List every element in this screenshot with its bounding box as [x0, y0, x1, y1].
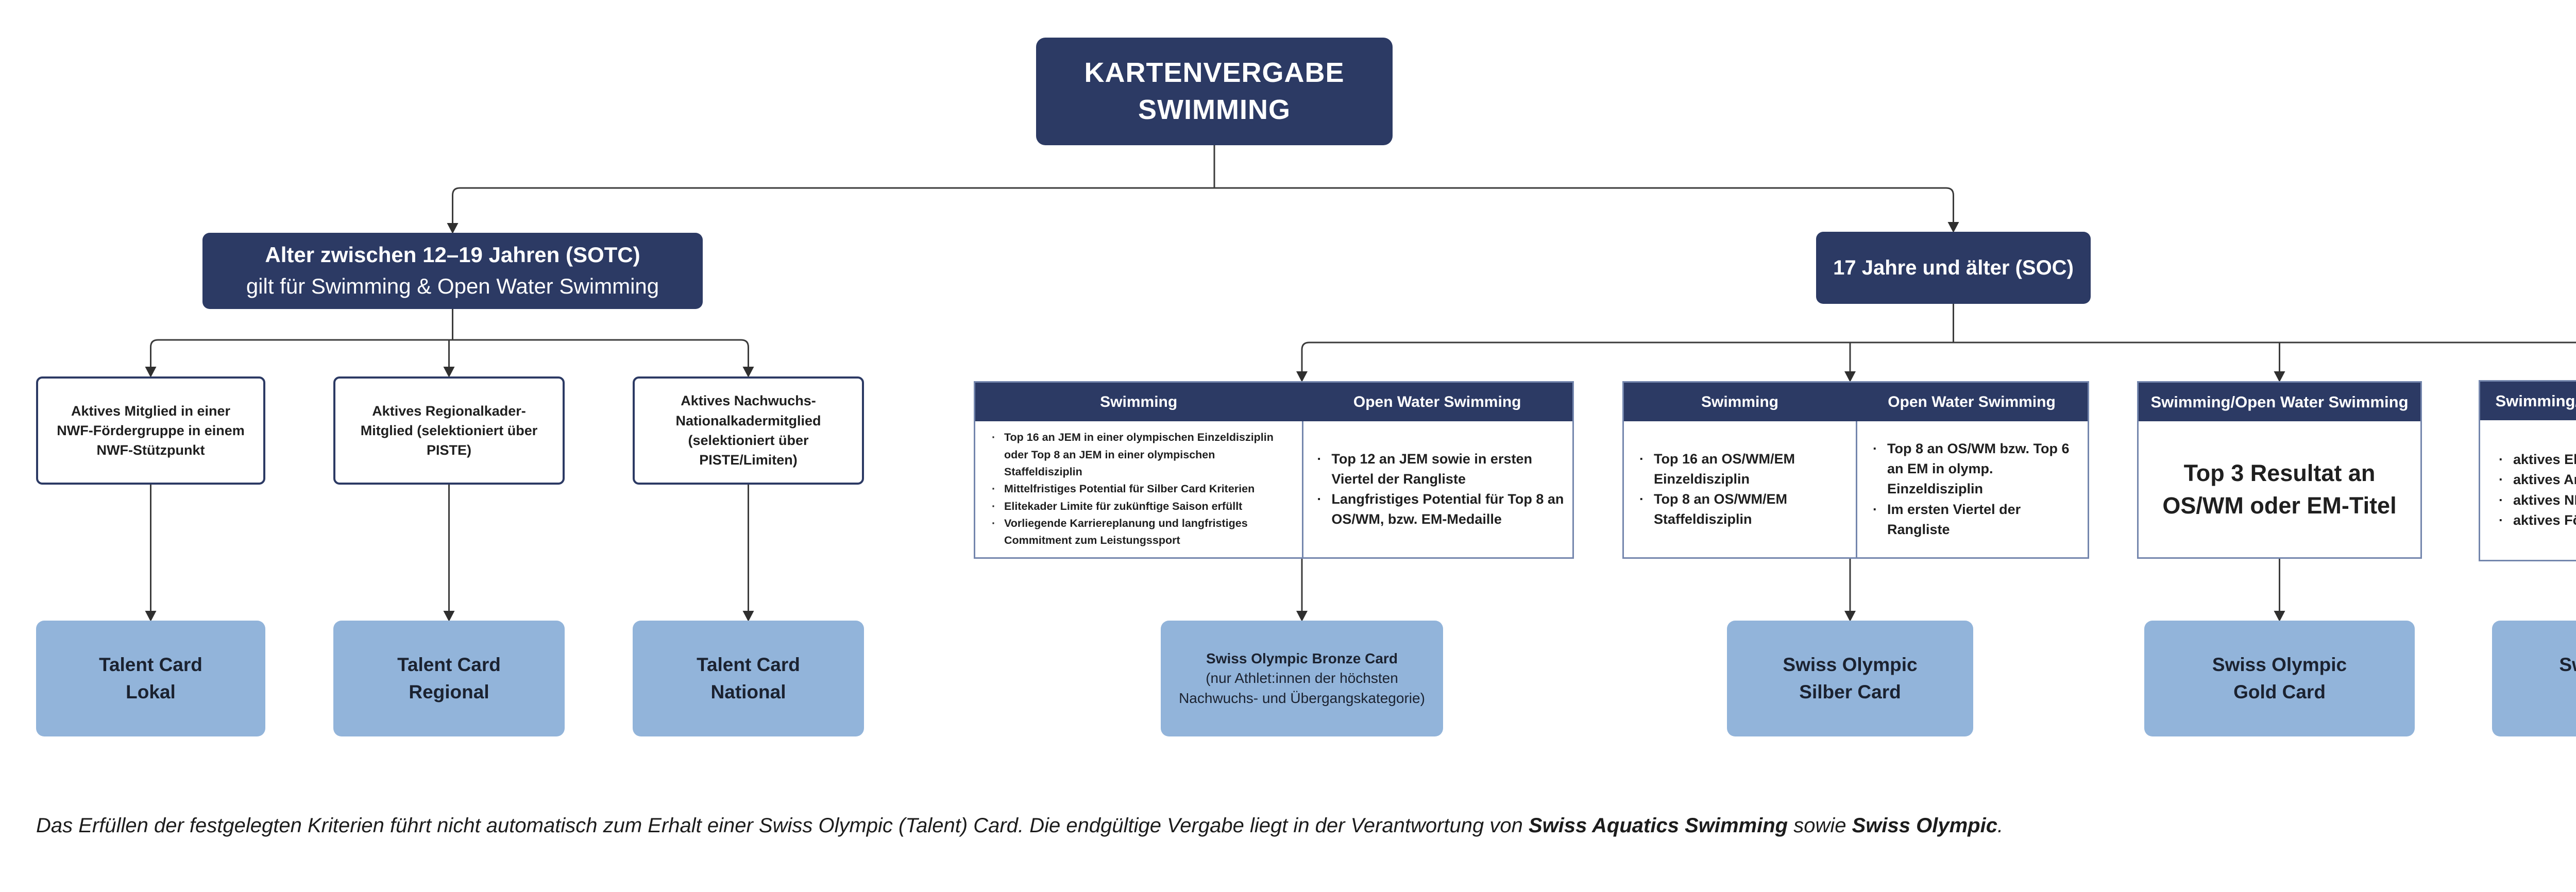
- criteria-bronze-box: Swimming Open Water Swimming Top 16 an J…: [974, 381, 1574, 559]
- card-note: (nur Athlet:innen der höchsten Nachwuchs…: [1179, 670, 1425, 706]
- bullet-item: Top 8 an OS/WM/EM Staffeldisziplin: [1635, 489, 1849, 529]
- criteria-silber-header: Swimming Open Water Swimming: [1624, 383, 2088, 421]
- arrowhead-icon: [447, 223, 459, 234]
- connector-line: [1301, 341, 2576, 373]
- criteria-gold-line2: OS/WM oder EM-Titel: [2162, 492, 2397, 519]
- criteria-silber-body: Top 16 an OS/WM/EM Einzeldisziplin Top 8…: [1624, 421, 2088, 557]
- card-line1: Talent Card: [697, 654, 800, 675]
- header-open-water-swimming: Open Water Swimming: [1888, 393, 2056, 410]
- criteria-silber-box: Swimming Open Water Swimming Top 16 an O…: [1622, 381, 2089, 559]
- criteria-gold-header: Swimming/Open Water Swimming: [2139, 383, 2420, 421]
- card-line1: Swiss Olympic: [1783, 654, 1918, 675]
- card-line1: Talent Card: [99, 654, 202, 675]
- bullet-item: Im ersten Viertel der Rangliste: [1869, 500, 2080, 540]
- bullet-item: Mittelfristiges Potential für Silber Car…: [989, 481, 1294, 498]
- bullet-item: Top 8 an OS/WM bzw. Top 6 an EM in olymp…: [1869, 439, 2080, 499]
- talent-card-regional: Talent Card Regional: [333, 621, 565, 736]
- card-line2: Silber Card: [1799, 681, 1901, 702]
- criteria-nwf-national-box: Aktives Nachwuchs-Nationalkadermitglied …: [633, 376, 864, 485]
- header-swimming: Swimming: [1100, 393, 1178, 410]
- bullet-item: aktives Elite-Nationalkadermitglied: [2495, 450, 2576, 470]
- criteria-elite-box: Swimming/Open Water Swimming aktives Eli…: [2479, 380, 2576, 561]
- criteria-silber-swimming-col: Top 16 an OS/WM/EM Einzeldisziplin Top 8…: [1624, 421, 1856, 557]
- connector-line: [452, 187, 1954, 225]
- swiss-olympic-bronze-card: Swiss Olympic Bronze Card (nur Athlet:in…: [1161, 621, 1443, 736]
- talent-card-lokal: Talent Card Lokal: [36, 621, 265, 736]
- swiss-olympic-gold-card: Swiss Olympic Gold Card: [2144, 621, 2415, 736]
- criteria-bronze-header: Swimming Open Water Swimming: [975, 383, 1572, 421]
- bullet-item: Top 16 an OS/WM/EM Einzeldisziplin: [1635, 449, 1849, 489]
- footnote-middle: sowie: [1788, 814, 1852, 837]
- criteria-nwf-regional-text: Aktives Regionalkader-Mitglied (selektio…: [360, 403, 538, 458]
- arrowhead-icon: [145, 611, 157, 622]
- title-box: KARTENVERGABE SWIMMING: [1036, 38, 1393, 145]
- arrowhead-icon: [2274, 611, 2285, 622]
- bullet-item: aktives Förderprojektmitglied: [2495, 510, 2576, 530]
- card-line2: Regional: [409, 681, 489, 702]
- card-title: Swiss Olympic Bronze Card: [1206, 650, 1398, 666]
- header-open-water-swimming: Open Water Swimming: [1353, 393, 1521, 410]
- bullet-item: Langfristiges Potential für Top 8 an OS/…: [1313, 489, 1565, 529]
- criteria-nwf-lokal-box: Aktives Mitglied in einer NWF-Fördergrup…: [36, 376, 265, 485]
- criteria-bronze-swimming-col: Top 16 an JEM in einer olympischen Einze…: [975, 421, 1302, 557]
- footnote-end: .: [1997, 814, 2004, 837]
- card-line1: Swiss Olympic: [2559, 654, 2576, 675]
- criteria-nwf-regional-box: Aktives Regionalkader-Mitglied (selektio…: [333, 376, 565, 485]
- arrowhead-icon: [2274, 371, 2285, 382]
- branch-sotc-line1: Alter zwischen 12–19 Jahren (SOTC): [265, 243, 640, 267]
- card-line2: Lokal: [126, 681, 176, 702]
- footnote: Das Erfüllen der festgelegten Kriterien …: [36, 814, 2003, 837]
- talent-card-national: Talent Card National: [633, 621, 864, 736]
- arrowhead-icon: [742, 611, 754, 622]
- criteria-elite-header: Swimming/Open Water Swimming: [2480, 382, 2576, 420]
- bullet-item: Top 12 an JEM sowie in ersten Viertel de…: [1313, 449, 1565, 489]
- header-swimming-ows: Swimming/Open Water Swimming: [2495, 391, 2576, 410]
- arrowhead-icon: [1844, 611, 1856, 622]
- header-swimming: Swimming: [1701, 393, 1778, 410]
- arrowhead-icon: [742, 367, 754, 378]
- title-line2: SWIMMING: [1138, 94, 1291, 125]
- criteria-bronze-body: Top 16 an JEM in einer olympischen Einze…: [975, 421, 1572, 557]
- criteria-elite-col: aktives Elite-Nationalkadermitglied akti…: [2480, 420, 2576, 560]
- branch-soc-label: 17 Jahre und älter (SOC): [1833, 256, 2074, 279]
- criteria-gold-body: Top 3 Resultat an OS/WM oder EM-Titel: [2139, 421, 2420, 557]
- arrowhead-icon: [1296, 611, 1308, 622]
- arrowhead-icon: [1844, 371, 1856, 382]
- criteria-bronze-ows-col: Top 12 an JEM sowie in ersten Viertel de…: [1302, 421, 1572, 557]
- arrowhead-icon: [1296, 371, 1308, 382]
- title-line1: KARTENVERGABE: [1084, 57, 1345, 89]
- bullet-item: Vorliegende Karriereplanung und langfris…: [989, 515, 1294, 550]
- bullet-item: aktives Armee-Kadermitglied: [2495, 470, 2576, 490]
- criteria-nwf-lokal-text: Aktives Mitglied in einer NWF-Fördergrup…: [57, 403, 245, 458]
- connector-line: [150, 339, 749, 369]
- criteria-gold-line1: Top 3 Resultat an: [2183, 460, 2376, 486]
- swiss-olympic-elite-card: Swiss Olympic Elite Card: [2492, 621, 2576, 736]
- criteria-gold-box: Swimming/Open Water Swimming Top 3 Resul…: [2137, 381, 2422, 559]
- footnote-bold-swiss-aquatics: Swiss Aquatics Swimming: [1529, 814, 1788, 837]
- branch-sotc-line2: gilt für Swimming & Open Water Swimming: [246, 274, 659, 298]
- card-line2: Gold Card: [2233, 681, 2326, 702]
- arrowhead-icon: [443, 611, 455, 622]
- card-line1: Talent Card: [397, 654, 501, 675]
- card-line1: Swiss Olympic: [2212, 654, 2347, 675]
- criteria-nwf-national-text: Aktives Nachwuchs-Nationalkadermitglied …: [675, 393, 821, 468]
- arrowhead-icon: [1947, 222, 1959, 233]
- header-swimming-ows: Swimming/Open Water Swimming: [2150, 392, 2409, 411]
- bullet-item: aktives NLZ Elite-Programm Mitglied: [2495, 490, 2576, 510]
- arrowhead-icon: [145, 367, 157, 378]
- branch-sotc-box: Alter zwischen 12–19 Jahren (SOTC) gilt …: [202, 233, 703, 309]
- branch-soc-box: 17 Jahre und älter (SOC): [1816, 232, 2091, 304]
- arrowhead-icon: [443, 367, 455, 378]
- card-line2: National: [710, 681, 786, 702]
- footnote-bold-swiss-olympic: Swiss Olympic: [1852, 814, 1997, 837]
- criteria-elite-body: aktives Elite-Nationalkadermitglied akti…: [2480, 420, 2576, 560]
- bullet-item: Top 16 an JEM in einer olympischen Einze…: [989, 429, 1294, 481]
- criteria-gold-text: Top 3 Resultat an OS/WM oder EM-Titel: [2139, 457, 2420, 522]
- footnote-text: Das Erfüllen der festgelegten Kriterien …: [36, 814, 1529, 837]
- bullet-item: Elitekader Limite für zukünftige Saison …: [989, 498, 1294, 516]
- criteria-silber-ows-col: Top 8 an OS/WM bzw. Top 6 an EM in olymp…: [1856, 421, 2088, 557]
- swiss-olympic-silber-card: Swiss Olympic Silber Card: [1727, 621, 1973, 736]
